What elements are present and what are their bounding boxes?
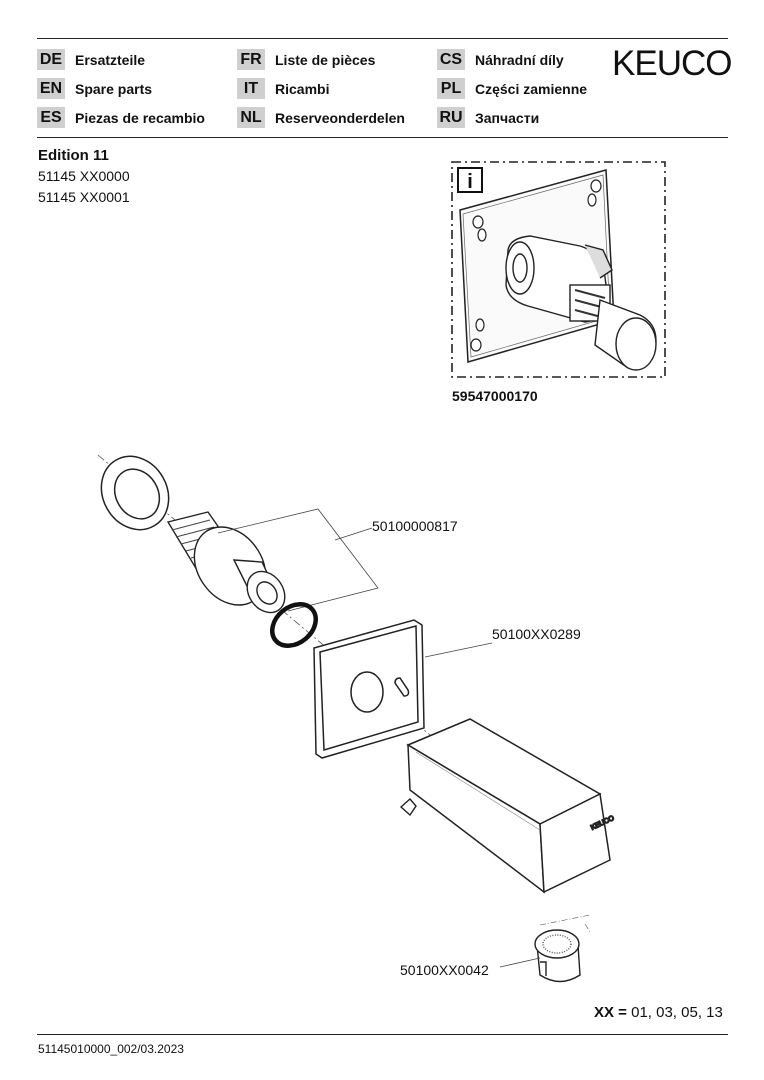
lang-code-nl: NL xyxy=(237,107,265,128)
lang-label-es: Piezas de recambio xyxy=(75,109,205,126)
info-box: i xyxy=(451,161,666,378)
lang-row-de: DE Ersatzteile xyxy=(37,49,145,70)
part-label-cover: 50100XX0289 xyxy=(492,626,581,642)
info-icon: i xyxy=(457,167,483,193)
threaded-connector xyxy=(166,511,286,614)
info-icon-glyph: i xyxy=(467,171,473,193)
lang-code-ru: RU xyxy=(437,107,465,128)
finish-note: XX = 01, 03, 05, 13 xyxy=(594,1004,723,1021)
valve-body xyxy=(505,235,657,371)
lang-row-ru: RU Запчасти xyxy=(437,107,539,128)
plate-screws xyxy=(470,179,602,352)
lang-row-cs: CS Náhradní díly xyxy=(437,49,564,70)
lang-code-cs: CS xyxy=(437,49,465,70)
edition-title: Edition 11 xyxy=(38,147,109,164)
set-screw xyxy=(399,798,417,817)
lang-label-cs: Náhradní díly xyxy=(475,51,564,68)
rosette-ring xyxy=(100,455,170,531)
aerator xyxy=(534,914,591,983)
lang-row-it: IT Ricambi xyxy=(237,78,329,99)
header-top-rule xyxy=(37,38,728,39)
lang-row-nl: NL Reserveonderdelen xyxy=(237,107,405,128)
lang-label-de: Ersatzteile xyxy=(75,51,146,68)
lang-code-pl: PL xyxy=(437,78,465,99)
spout: KEUCO xyxy=(406,718,617,894)
lang-code-en: EN xyxy=(37,78,65,99)
part-label-aerator: 50100XX0042 xyxy=(400,962,489,978)
cover-plate xyxy=(313,619,425,759)
lang-label-en: Spare parts xyxy=(75,80,153,97)
finish-values: 01, 03, 05, 13 xyxy=(626,1004,723,1021)
lang-label-fr: Liste de pièces xyxy=(275,51,376,68)
finish-key: XX = xyxy=(594,1004,627,1021)
header-bottom-rule xyxy=(37,137,728,138)
o-ring xyxy=(270,602,318,648)
variant-number-2: 51145 XX0001 xyxy=(38,189,130,205)
part-label-connector: 50100000817 xyxy=(372,518,458,534)
lang-row-es: ES Piezas de recambio xyxy=(37,107,205,128)
lang-row-fr: FR Liste de pièces xyxy=(237,49,375,70)
info-part-number: 59547000170 xyxy=(452,388,538,404)
variant-number-1: 51145 XX0000 xyxy=(38,168,130,184)
lang-label-pl: Części zamienne xyxy=(475,80,588,97)
lang-label-it: Ricambi xyxy=(275,80,330,97)
lang-code-fr: FR xyxy=(237,49,265,70)
lang-row-en: EN Spare parts xyxy=(37,78,152,99)
lang-label-ru: Запчасти xyxy=(475,109,540,126)
lang-code-it: IT xyxy=(237,78,265,99)
footer-rule xyxy=(37,1034,728,1035)
lang-row-pl: PL Części zamienne xyxy=(437,78,587,99)
brand-logo: KEUCO xyxy=(612,44,732,83)
document-code: 51145010000_002/03.2023 xyxy=(38,1042,184,1056)
lang-code-es: ES xyxy=(37,107,65,128)
lang-label-nl: Reserveonderdelen xyxy=(275,109,405,126)
lang-code-de: DE xyxy=(37,49,65,70)
